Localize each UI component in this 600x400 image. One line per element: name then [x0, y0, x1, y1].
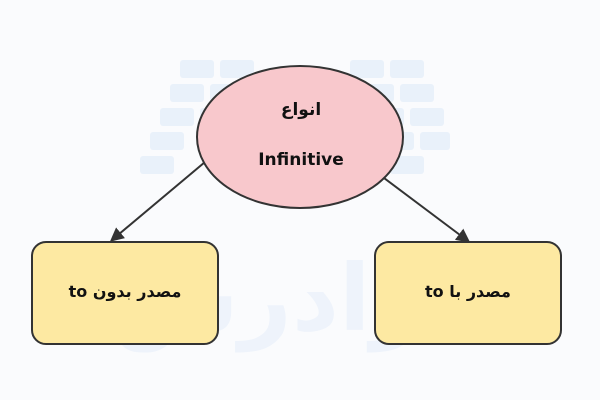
- left-child-node: [31, 241, 219, 345]
- root-label-line2: Infinitive: [258, 150, 344, 170]
- arrow-to-left-child: [109, 161, 206, 242]
- right-child-label: مصدر با to: [425, 282, 511, 301]
- right-child-node: [374, 241, 562, 345]
- root-node: [196, 65, 404, 209]
- arrow-to-right-child: [379, 174, 471, 243]
- root-label-line1: انواع: [280, 100, 322, 120]
- left-child-label: مصدر بدون to: [68, 282, 182, 301]
